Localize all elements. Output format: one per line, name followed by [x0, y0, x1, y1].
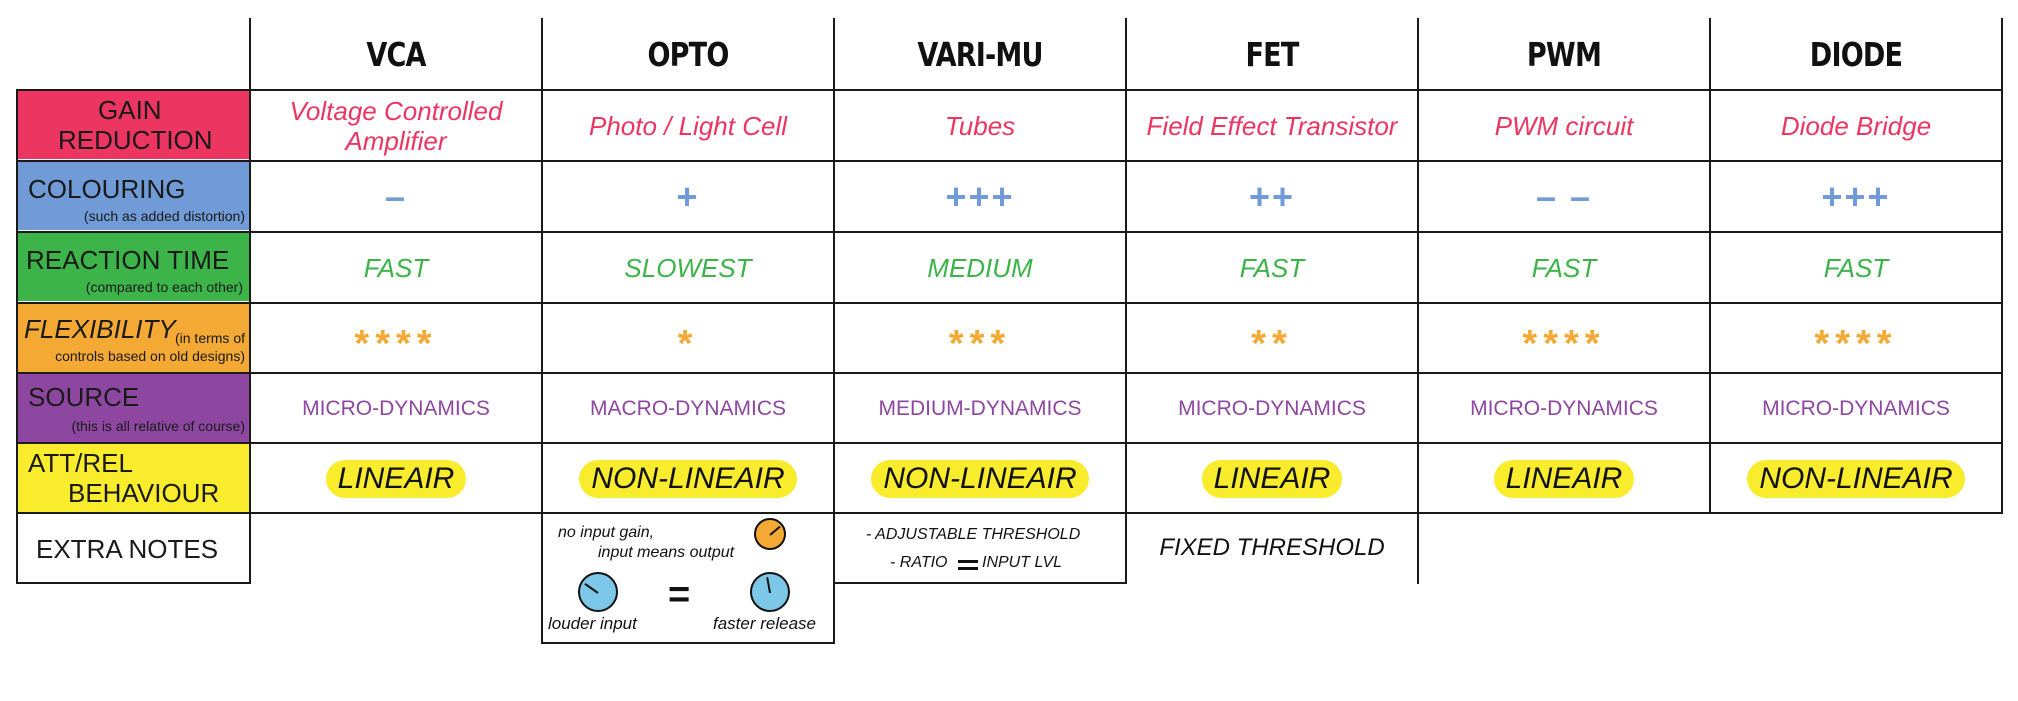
cell-source-diode: MICRO-DYNAMICS — [1762, 397, 1950, 420]
column-header-opto: OPTO — [647, 34, 729, 74]
row-label-extra-notes: EXTRA NOTES — [36, 534, 219, 564]
cell-behaviour-vca: LINEAIR — [250, 444, 542, 514]
cell-colouring-fet: ++ — [1248, 176, 1296, 217]
row-label-source: SOURCE (this is all relative of course) — [18, 374, 249, 442]
cell-source-opto: MACRO-DYNAMICS — [589, 397, 786, 420]
column-header-vari-mu: VARI-MU — [917, 34, 1043, 74]
ratio-equals-bar-top — [958, 560, 978, 563]
cell-gain-opto: Photo / Light Cell — [588, 111, 787, 141]
column-header-pwm: PWM — [1526, 34, 1602, 74]
row-label-colouring: COLOURING (such as added distortion) — [18, 162, 249, 230]
cell-colouring-vari-mu: +++ — [945, 176, 1015, 217]
column-header-vca: VCA — [366, 34, 426, 74]
cell-reaction-diode: FAST — [1823, 252, 1889, 283]
cell-behaviour-diode: NON-LINEAIR — [1710, 444, 2002, 514]
cell-reaction-vari-mu: MEDIUM — [927, 252, 1033, 283]
note-input-means-output: input means output — [598, 544, 735, 561]
cell-gain-fet: Field Effect Transistor — [1146, 111, 1398, 141]
cell-gain-pwm: PWM circuit — [1494, 111, 1634, 141]
knob-icon-left — [578, 572, 618, 612]
cell-source-pwm: MICRO-DYNAMICS — [1470, 397, 1658, 420]
cell-behaviour-vari-mu: NON-LINEAIR — [834, 444, 1126, 514]
cell-behaviour-fet: LINEAIR — [1126, 444, 1418, 514]
note-adjustable-threshold: - ADJUSTABLE THRESHOLD — [866, 526, 1081, 543]
cell-gain-diode: Diode Bridge — [1780, 111, 1932, 141]
small-knob-icon — [754, 518, 786, 550]
cell-reaction-vca: FAST — [363, 252, 429, 283]
row-label-att-rel-behaviour: ATT/REL BEHAVIOUR — [18, 444, 249, 512]
cell-colouring-diode: +++ — [1821, 176, 1891, 217]
column-header-diode: DIODE — [1809, 34, 1903, 74]
cell-source-vca: MICRO-DYNAMICS — [302, 397, 490, 420]
cell-source-fet: MICRO-DYNAMICS — [1178, 397, 1366, 420]
note-no-input-gain: no input gain, — [558, 524, 655, 541]
ratio-equals-bar-bottom — [958, 567, 978, 570]
cell-reaction-pwm: FAST — [1531, 252, 1597, 283]
note-input-lvl: INPUT LVL — [982, 554, 1063, 571]
equals-sign: = — [668, 574, 691, 616]
cell-behaviour-opto: NON-LINEAIR — [542, 444, 834, 514]
knob-icon-right — [750, 572, 790, 612]
cell-flexibility-vari-mu: *** — [948, 322, 1012, 365]
cell-colouring-opto: + — [676, 176, 700, 217]
row-label-gain-reduction: GAIN REDUCTION — [18, 91, 249, 159]
row-label-flexibility: FLEXIBILITY (in terms of controls based … — [18, 304, 249, 372]
cell-flexibility-diode: **** — [1814, 322, 1898, 365]
cell-reaction-opto: SLOWEST — [624, 252, 752, 283]
cell-flexibility-opto: * — [677, 322, 699, 365]
column-header-fet: FET — [1245, 34, 1300, 74]
behaviour-pill: LINEAIR — [1493, 460, 1635, 498]
note-ratio: - RATIO — [890, 554, 948, 571]
behaviour-pill: NON-LINEAIR — [579, 460, 797, 498]
cell-notes-fet: FIXED THRESHOLD — [1159, 534, 1385, 561]
behaviour-pill: LINEAIR — [1201, 460, 1343, 498]
behaviour-pill: NON-LINEAIR — [1747, 460, 1965, 498]
note-louder-input: louder input — [548, 614, 637, 633]
cell-flexibility-fet: ** — [1251, 322, 1293, 365]
note-faster-release: faster release — [713, 614, 816, 633]
cell-flexibility-pwm: **** — [1522, 322, 1606, 365]
cell-source-vari-mu: MEDIUM-DYNAMICS — [878, 397, 1082, 420]
cell-gain-vari-mu: Tubes — [944, 111, 1016, 141]
cell-colouring-vca: – — [384, 176, 408, 217]
behaviour-pill: LINEAIR — [325, 460, 467, 498]
cell-gain-vca: Voltage Controlled Amplifier — [289, 96, 503, 156]
cell-behaviour-pwm: LINEAIR — [1418, 444, 1710, 514]
behaviour-pill: NON-LINEAIR — [871, 460, 1089, 498]
cell-reaction-fet: FAST — [1239, 252, 1305, 283]
cell-colouring-pwm: – – — [1535, 176, 1593, 217]
cell-flexibility-vca: **** — [354, 322, 438, 365]
row-label-reaction-time: REACTION TIME (compared to each other) — [18, 233, 249, 301]
